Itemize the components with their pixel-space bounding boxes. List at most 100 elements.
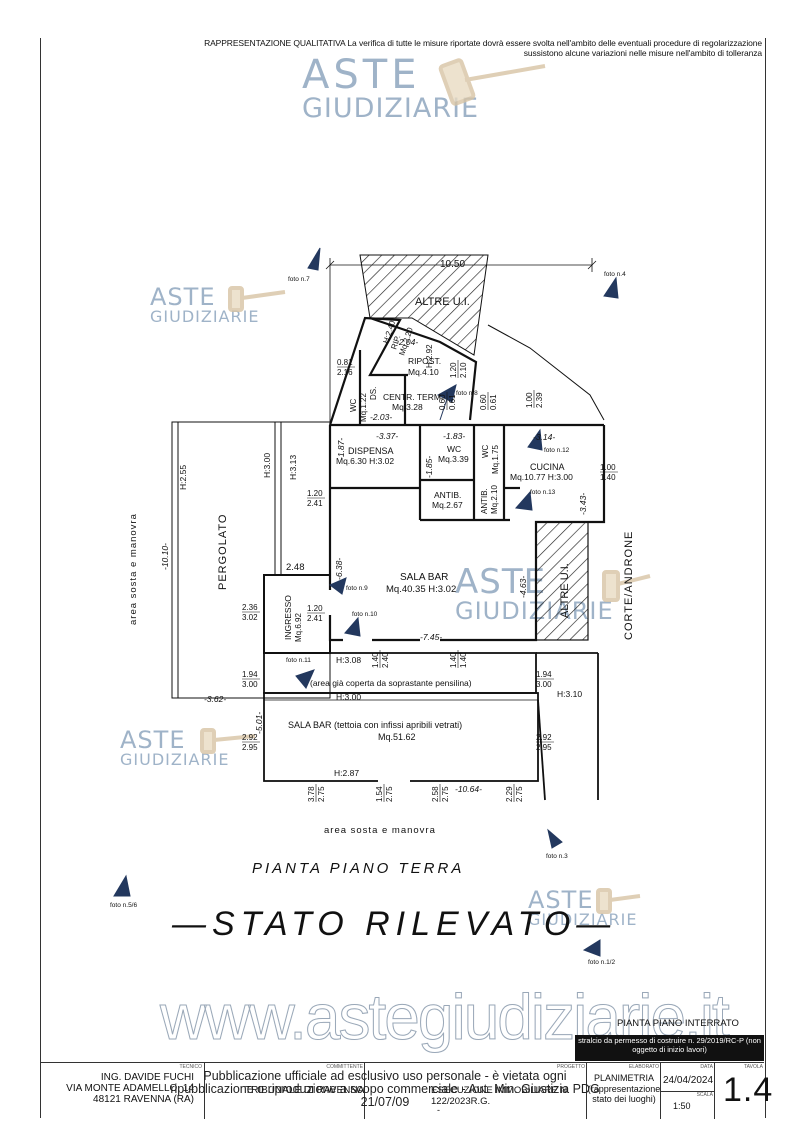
dim-ripost: -2.04- bbox=[396, 337, 418, 347]
dim-right-v: -4.63- bbox=[518, 576, 528, 598]
gavel-icon bbox=[200, 58, 651, 914]
camera-icon bbox=[582, 939, 601, 957]
stato-title: —STATO RILEVATO— bbox=[172, 905, 617, 943]
fraction-bottom: 2.75 bbox=[385, 786, 394, 802]
dim-sala-v: -6.38- bbox=[334, 558, 344, 580]
watermark-line2: GIUDIZIARIE bbox=[120, 750, 230, 769]
antib2-name: ANTIB. bbox=[480, 488, 489, 514]
cap-tecnico: TECNICO bbox=[179, 1064, 203, 1070]
fraction-top: 2.29 bbox=[505, 786, 514, 802]
cap-elaborato: ELABORATO bbox=[628, 1064, 659, 1070]
fraction-label: 1.943.00 bbox=[242, 670, 260, 689]
elaborato-line1: PLANIMETRIA bbox=[593, 1073, 654, 1083]
fraction-top: 0.60 bbox=[479, 394, 488, 410]
room-altre-top: ALTRE U.I. bbox=[415, 296, 470, 308]
foto-8: foto n.8 bbox=[456, 390, 478, 397]
area-bottom: area sosta e manovra bbox=[324, 825, 436, 836]
cap-scala: SCALA bbox=[696, 1092, 713, 1098]
ripost-area: Mq.4.10 bbox=[408, 367, 439, 377]
header-note: RAPPRESENTAZIONE QUALITATIVA La verifica… bbox=[162, 38, 762, 58]
fraction-label: 2.363.02 bbox=[242, 603, 260, 622]
camera-icon bbox=[547, 828, 563, 849]
pergolato-label: PERGOLATO bbox=[217, 514, 229, 590]
publication-notice: Pubblicazione ufficiale ad esclusivo uso… bbox=[170, 1070, 600, 1109]
camera-icon bbox=[295, 669, 315, 689]
watermark-left-1: ASTE GIUDIZIARIE bbox=[150, 285, 259, 325]
room-altre-right: ALTRE U.I. bbox=[559, 563, 571, 618]
ingresso-name: INGRESSO bbox=[283, 595, 293, 640]
antib1-area: Mq.2.67 bbox=[432, 500, 463, 510]
h255: H:2.55 bbox=[178, 465, 188, 490]
fraction-bottom: 2.95 bbox=[536, 743, 552, 752]
camera-icon bbox=[113, 874, 131, 897]
camera-icon bbox=[603, 276, 619, 299]
cap-data: DATA bbox=[700, 1064, 713, 1070]
covered-note: (area già coperta da soprastante pensili… bbox=[310, 678, 472, 688]
watermark-line1: ASTE bbox=[302, 52, 421, 98]
fraction-label: 1.202.41 bbox=[307, 604, 325, 623]
fraction-bottom: 2.40 bbox=[381, 652, 390, 668]
cell-tecnico: TECNICO ING. DAVIDE FUCHI VIA MONTE ADAM… bbox=[40, 1063, 204, 1119]
h300a: H:3.00 bbox=[262, 453, 272, 478]
watermark-line1: ASTE bbox=[150, 283, 216, 311]
cucina-name: CUCINA bbox=[530, 462, 565, 472]
tecnico-line2: VIA MONTE ADAMELLO, 14 bbox=[66, 1083, 194, 1094]
title-block: TECNICO ING. DAVIDE FUCHI VIA MONTE ADAM… bbox=[40, 1062, 772, 1119]
camera-icon bbox=[344, 616, 361, 637]
fraction-top: 1.94 bbox=[536, 670, 552, 679]
area-left: area sosta e manovra bbox=[128, 513, 139, 625]
fraction-bottom: 1.40 bbox=[600, 473, 616, 482]
fraction-top: 2.36 bbox=[242, 603, 258, 612]
camera-icon bbox=[329, 577, 347, 595]
centr-area: Mq.3.28 bbox=[392, 402, 423, 412]
h313: H:3.13 bbox=[288, 455, 298, 480]
fraction-top: 2.92 bbox=[242, 733, 258, 742]
ds-area: Mq.1.22 bbox=[359, 393, 368, 422]
wc1-area: Mq.3.39 bbox=[438, 454, 469, 464]
dim-cucina-w: -3.14- bbox=[533, 432, 555, 442]
fraction-label: 1.943.00 bbox=[536, 670, 554, 689]
fraction-top: 1.94 bbox=[242, 670, 258, 679]
tavola-value: 1.4 bbox=[723, 1071, 774, 1109]
h287: H:2.87 bbox=[334, 768, 359, 778]
sala2-name: SALA BAR (tettoia con infissi apribili v… bbox=[288, 720, 462, 730]
fraction-top: 2.58 bbox=[431, 786, 440, 802]
fraction-top: 3.78 bbox=[307, 786, 316, 802]
altre-ui-right-area bbox=[535, 521, 589, 641]
fraction-label: 2.922.95 bbox=[242, 733, 260, 752]
foto-9: foto n.9 bbox=[346, 585, 368, 592]
watermark-left-2: ASTE GIUDIZIARIE bbox=[120, 728, 229, 768]
camera-icon bbox=[515, 490, 533, 511]
fraction-top: 1.40 bbox=[371, 652, 380, 668]
pergolato-area bbox=[171, 421, 331, 699]
dim-bottom: -10.64- bbox=[455, 784, 482, 794]
foto-12: foto n.12 bbox=[544, 447, 570, 454]
scala-value: 1:50 bbox=[673, 1101, 691, 1111]
cap-committente: COMMITTENTE bbox=[326, 1064, 363, 1070]
watermark-top: ASTE GIUDIZIARIE bbox=[302, 55, 479, 122]
foto-13: foto n.13 bbox=[530, 489, 556, 496]
dim-wc-v: -1.85- bbox=[424, 456, 434, 478]
altre-ui-top-area bbox=[359, 254, 489, 356]
foto-10: foto n.10 bbox=[352, 611, 378, 618]
dim-left-v: -5.01- bbox=[254, 712, 264, 734]
fraction-bottom: 3.00 bbox=[536, 680, 552, 689]
fraction-bottom: 2.10 bbox=[459, 362, 468, 378]
dispensa-area: Mq.6.30 H:3.02 bbox=[336, 456, 394, 466]
fraction-bottom: 2.41 bbox=[307, 499, 323, 508]
foto-7: foto n.7 bbox=[288, 276, 310, 283]
sala-name: SALA BAR bbox=[400, 572, 448, 583]
stralcio-note: stralcio da permesso di costruire n. 29/… bbox=[575, 1035, 764, 1061]
fraction-bottom: 2.75 bbox=[515, 786, 524, 802]
cucina-area: Mq.10.77 H:3.00 bbox=[510, 472, 573, 482]
wc2-name: WC bbox=[481, 444, 490, 458]
photo-markers bbox=[113, 247, 619, 957]
